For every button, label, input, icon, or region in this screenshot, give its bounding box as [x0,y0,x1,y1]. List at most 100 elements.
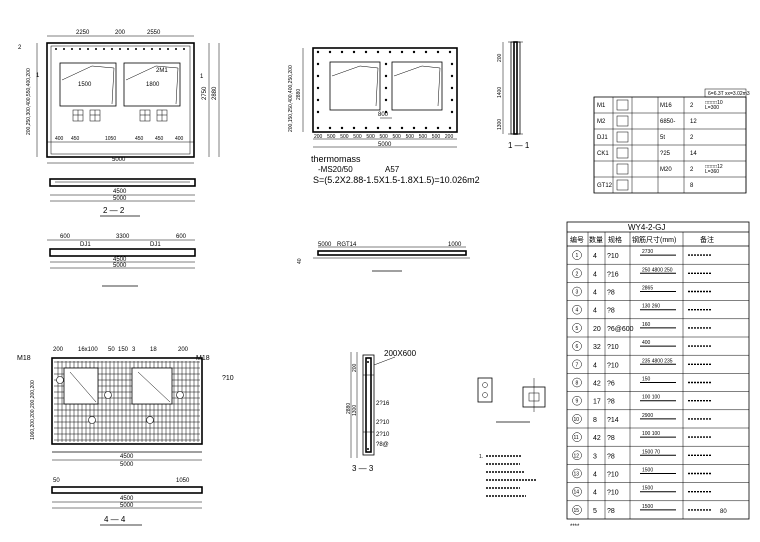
dim-3300: 3300 [116,234,130,240]
embed-qty: 8 [690,183,694,189]
embed-qty: 2 [690,103,694,109]
embed-qty: 14 [690,151,697,157]
bar-note: 80 [720,509,727,515]
label-dj1: DJ1 [150,242,161,248]
anchor-dot [328,126,332,130]
anchor-dot [119,48,121,50]
bar-dimension: 2865 [642,286,653,292]
embed-note: □□□□10 [705,100,723,106]
dim-4500: 4500 [113,189,127,195]
label-10: ?10 [222,375,234,382]
dim-5000: 5000 [318,242,332,248]
area-formula: S=(5.2X2.88-1.5X1.5-1.8X1.5)=10.026m2 [313,175,480,185]
rebar-label: 2?10 [376,420,390,426]
bar-qty: 5 [593,508,597,515]
dim-seg: 500 [327,134,336,140]
anchor-dot [151,48,153,50]
rebar-callout [88,416,96,424]
section-title-2-2: 2 — 2 [103,206,125,215]
bar-qty: 4 [593,290,597,297]
anchor-dot [340,50,344,54]
header-shape: 钢筋尺寸(mm) [632,235,676,244]
bar-number: 12 [574,453,580,459]
bar-dimension: 160 [642,322,651,328]
dim-seg: 450 [135,136,144,142]
anchor-dot [400,50,404,54]
dim-5000: 5000 [378,142,392,148]
dim-1050: 1050 [176,478,190,484]
anchor-dot [364,126,368,130]
anchor-dot [352,50,356,54]
section-mark-2: 2 [18,45,22,51]
bar-qty: 42 [593,381,601,388]
anchor-dot [450,86,454,90]
notes-block: 1. [479,454,536,497]
section-mark-1: 1 [36,73,40,79]
bar-number-circle [572,377,582,388]
anchor-dot [388,50,392,54]
embed-note: L=360 [705,169,719,175]
bar-dimension: 235 4800 235 [642,358,673,364]
bar-qty: 32 [593,344,601,351]
bar-number-circle [572,268,582,279]
anchor-dot [183,48,185,50]
embed-spec: ?25 [660,151,671,157]
dim-2550: 2550 [147,30,161,36]
anchor-dot [412,50,416,54]
dim-seg: 450 [155,136,164,142]
bar-number: 9 [576,399,579,405]
bar-number-circle [572,286,582,297]
bar-spec: ?16 [607,271,619,278]
anchor-dot [316,126,320,130]
rebar-label: ?8@ [376,442,389,448]
window-left [59,62,117,107]
bar-spec: ?8 [607,453,615,460]
section-3-3: 200X600 2?16 2?10 2?10 ?8@ 200 1300 2880… [346,349,417,473]
anchor-dot [364,50,368,54]
bar-dimension: 130 260 [642,304,660,310]
anchor-dot [127,48,129,50]
bar-dimension: 1500 [642,486,653,492]
bar-number: 3 [576,290,579,296]
thermomass-spec: -MS20/50 [318,165,353,174]
dim-18: 18 [150,347,157,353]
dim-right-2880: 2880 [212,86,218,100]
anchor-dot [63,48,65,50]
bar-number: 11 [574,435,579,441]
anchor-dot [95,48,97,50]
bar-qty: 42 [593,435,601,442]
bar-number-circle [572,304,582,315]
anchor-dot [316,110,320,114]
bar-number-circle [572,414,582,424]
anchor-dot [143,48,145,50]
dim-seg: 400 [55,136,64,142]
bar-number-circle [572,250,582,260]
anchor-dot [384,98,388,102]
dim-800: 800 [378,112,389,118]
bar-number-circle [572,432,582,442]
anchor-dot [79,48,81,50]
dim-4500: 4500 [120,496,134,502]
bar-number-circle [572,359,582,370]
embed-code: CK1 [597,151,609,157]
dim-window-left: 1500 [78,82,92,88]
bar-number: 6 [576,344,579,350]
anchor-dot [328,50,332,54]
label-m18-right: M18 [196,355,210,362]
bar-number: 1 [576,253,579,259]
bar-dimension: 100 100 [642,395,660,401]
bar-spec: ?6 [607,381,615,388]
bar-dimension: 100 100 [642,431,660,437]
anchor-dot [450,110,454,114]
dim-seg: 400 [175,136,184,142]
anchor-dot [316,86,320,90]
bar-number: 14 [574,490,580,496]
anchor-dot [159,48,161,50]
bar-dimension: 1500 70 [642,449,660,455]
section-title-4-4: 4 — 4 [104,515,126,524]
anchor-dot [376,50,380,54]
dim-200: 200 [53,347,64,353]
header-note: 备注 [700,235,714,244]
anchor-dot [316,62,320,66]
